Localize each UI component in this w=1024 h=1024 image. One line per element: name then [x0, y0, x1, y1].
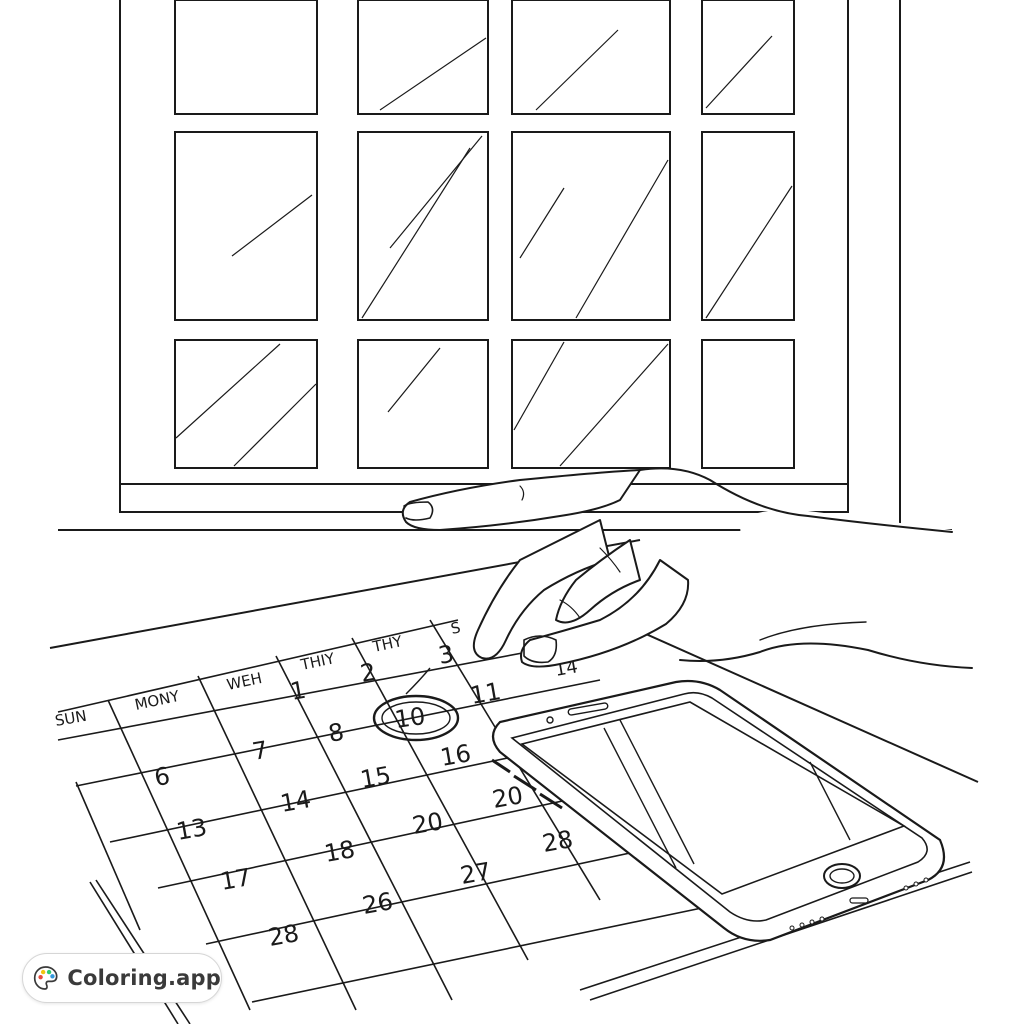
phone-screen: [520, 701, 906, 895]
weekday-label: SUN: [54, 707, 88, 730]
index-fingernail: [403, 501, 434, 521]
palette-dot: [46, 969, 52, 975]
calendar-date: 20: [490, 781, 525, 814]
window-pane: [174, 131, 318, 321]
brand-badge[interactable]: Coloring.app: [22, 953, 222, 1003]
calendar-date: 18: [322, 835, 357, 868]
date-highlight-circle: [372, 667, 460, 742]
weekday-label: THIY: [298, 649, 337, 674]
weekday-label: MONY: [133, 687, 182, 714]
calendar-date: 17: [218, 863, 253, 896]
calendar-date: 20: [410, 807, 445, 840]
phone-bezel: [510, 691, 928, 922]
ring-finger: [555, 539, 641, 624]
calendar-date: 11: [468, 677, 503, 710]
calendar-date: 6: [152, 762, 172, 792]
smartphone: [491, 679, 946, 942]
calendar-date: 10: [393, 702, 427, 734]
thumb-nail: [523, 635, 558, 664]
calendar-date: 2: [358, 658, 378, 688]
window-pane: [701, 131, 795, 321]
thumb: [520, 559, 690, 668]
brand-name: Coloring.app: [67, 966, 221, 990]
wrist-crease: [759, 621, 867, 641]
window-pane: [174, 0, 318, 115]
window-pane: [357, 131, 489, 321]
calendar-date: 28: [540, 825, 575, 858]
calendar-date: 3: [436, 640, 456, 670]
calendar-dates: 1 2 3 7 8 10 11 14 6 15 16 13 14 20 20 1…: [152, 640, 579, 952]
arm-outline-bottom: [679, 642, 973, 669]
glass-reflections: [175, 29, 793, 467]
calendar-date: 7: [250, 736, 270, 766]
palette-dot: [50, 974, 55, 979]
arm-outline-top: [639, 467, 953, 533]
calendar-date: 28: [266, 919, 301, 952]
calendar-date: 27: [458, 857, 493, 890]
window-pane: [357, 0, 489, 115]
calendar-date: 26: [360, 887, 395, 920]
weekday-headers: SUN MONY WEH THIY THY S: [54, 618, 463, 730]
calendar-date: 1: [288, 676, 308, 706]
hand: [401, 467, 973, 669]
calendar-date: 14: [278, 785, 313, 818]
hand-palm: [740, 509, 972, 668]
window: [119, 0, 901, 530]
calendar-grid: [57, 619, 973, 1024]
middle-finger: [472, 519, 611, 660]
table-right-edge: [609, 617, 979, 783]
calendar-date: 15: [358, 761, 393, 794]
window-pane: [511, 0, 671, 115]
window-pane: [511, 339, 671, 469]
calendar-date: 13: [174, 813, 209, 846]
weekday-label: THY: [370, 632, 404, 656]
calendar-date: 8: [326, 718, 346, 748]
calendar-date: 16: [438, 739, 473, 772]
window-pane: [511, 131, 671, 321]
window-pane: [357, 339, 489, 469]
window-pane: [174, 339, 318, 469]
window-pane: [701, 339, 795, 469]
window-pane: [701, 0, 795, 115]
palette-dot: [40, 969, 46, 975]
weekday-label: S: [449, 618, 462, 638]
palette-dot: [38, 974, 43, 980]
palette-icon: [33, 966, 58, 990]
